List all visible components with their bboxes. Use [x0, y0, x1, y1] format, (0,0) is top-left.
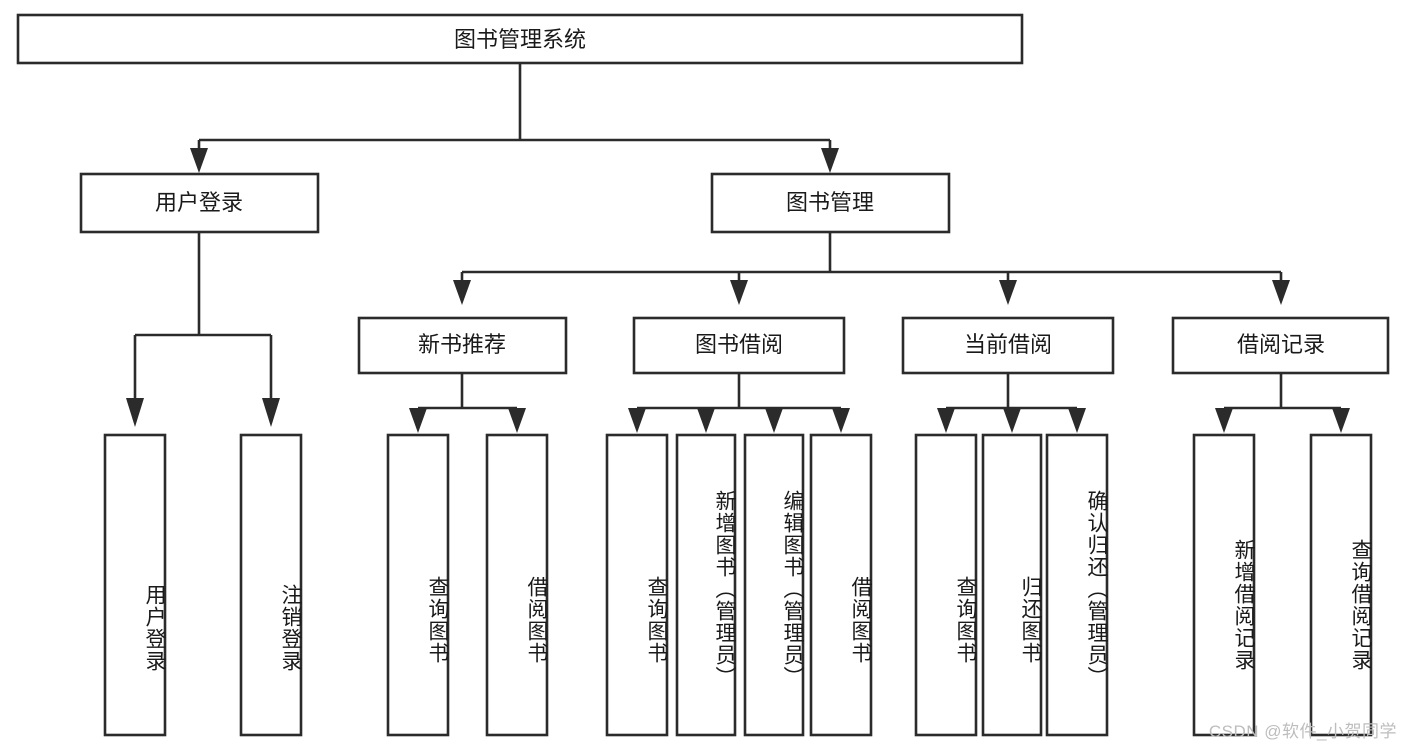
arrow-head-leaf-query-record	[1332, 408, 1350, 433]
csdn-watermark: CSDN @软件_小贺同学	[1208, 722, 1397, 741]
arrow-head-borrow-record	[1272, 280, 1290, 305]
arrow-head-book-borrow	[730, 280, 748, 305]
arrow-head-leaf-borrow-book-1	[508, 408, 526, 433]
arrow-head-leaf-query-book-1	[409, 408, 427, 433]
arrow-head-leaf-edit-book	[765, 408, 783, 433]
leaf-query-book-3-box[interactable]	[914, 433, 978, 737]
leaf-query-book-2-box[interactable]	[605, 433, 669, 737]
node-book-borrow-box[interactable]	[632, 316, 846, 375]
node-user-login[interactable]: 用户登录	[79, 172, 320, 234]
leaf-logout-login-box[interactable]	[239, 433, 303, 737]
connector-group-root	[190, 63, 839, 173]
node-borrow-record-label: 借阅记录	[1237, 332, 1325, 357]
connector-group-book-management	[453, 232, 1290, 305]
node-new-book-recommend-box[interactable]	[357, 316, 568, 375]
leaf-add-book-box[interactable]	[675, 433, 737, 737]
node-root-label: 图书管理系统	[454, 27, 586, 52]
arrow-head-book-management	[821, 148, 839, 173]
node-user-login-box[interactable]	[79, 172, 320, 234]
arrow-head-leaf-return-book	[1003, 408, 1021, 433]
leaf-borrow-book-1-box[interactable]	[485, 433, 549, 737]
node-book-management-box[interactable]	[710, 172, 951, 234]
arrow-head-leaf-add-book	[697, 408, 715, 433]
arrow-head-leaf-borrow-book-2	[832, 408, 850, 433]
node-book-borrow-label: 图书借阅	[695, 332, 783, 357]
arrow-head-current-borrow	[999, 280, 1017, 305]
arrow-head-leaf-confirm-return	[1068, 408, 1086, 433]
arrow-head-leaf-query-book-3	[937, 408, 955, 433]
node-root-box[interactable]	[16, 13, 1024, 65]
connector-group-current-borrow	[937, 373, 1086, 433]
connector-group-new-book-recommend	[409, 373, 526, 433]
connector-group-book-borrow	[628, 373, 850, 433]
connector-group-user-login	[126, 232, 280, 427]
node-new-book-recommend[interactable]: 新书推荐	[357, 316, 568, 375]
node-book-management[interactable]: 图书管理	[710, 172, 951, 234]
node-borrow-record-box[interactable]	[1171, 316, 1390, 375]
leaf-edit-book-box[interactable]	[743, 433, 805, 737]
leaf-return-book-box[interactable]	[981, 433, 1043, 737]
arrow-head-leaf-user-login	[126, 398, 144, 427]
leaf-add-record-box[interactable]	[1192, 433, 1256, 737]
leaf-confirm-return-box[interactable]	[1045, 433, 1109, 737]
arrow-head-leaf-query-book-2	[628, 408, 646, 433]
leaf-query-record-box[interactable]	[1309, 433, 1373, 737]
node-user-login-label: 用户登录	[155, 190, 243, 215]
arrow-head-user-login	[190, 148, 208, 173]
arrow-head-leaf-add-record	[1215, 408, 1233, 433]
node-book-borrow[interactable]: 图书借阅	[632, 316, 846, 375]
leaf-query-book-1-box[interactable]	[386, 433, 450, 737]
leaf-user-login-box[interactable]	[103, 433, 167, 737]
node-new-book-recommend-label: 新书推荐	[418, 332, 506, 357]
node-borrow-record[interactable]: 借阅记录	[1171, 316, 1390, 375]
arrow-head-new-book-recommend	[453, 280, 471, 305]
connector-group-borrow-record	[1215, 373, 1350, 433]
node-current-borrow-box[interactable]	[901, 316, 1115, 375]
arrow-head-leaf-logout-login	[262, 398, 280, 427]
leaf-boxes	[103, 433, 1373, 737]
leaf-borrow-book-2-box[interactable]	[809, 433, 873, 737]
node-current-borrow-label: 当前借阅	[964, 332, 1052, 357]
node-book-management-label: 图书管理	[786, 190, 874, 215]
node-root[interactable]: 图书管理系统	[16, 13, 1024, 65]
node-current-borrow[interactable]: 当前借阅	[901, 316, 1115, 375]
